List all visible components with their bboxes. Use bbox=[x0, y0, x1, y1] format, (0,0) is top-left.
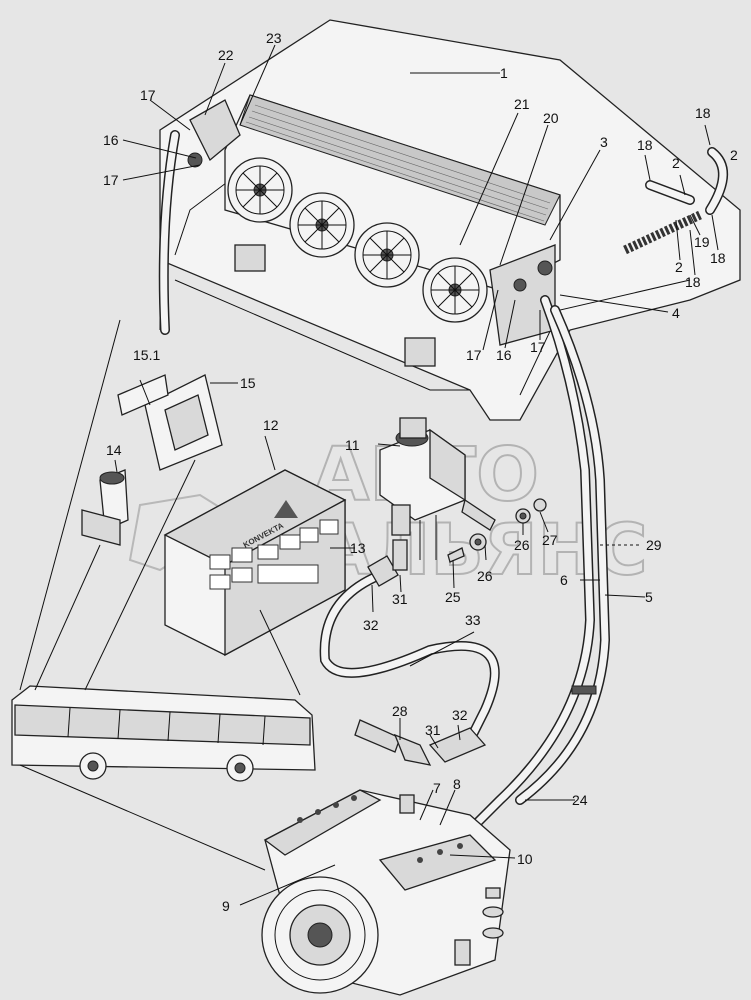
callout-26b: 26 bbox=[477, 568, 493, 584]
callout-3: 3 bbox=[600, 134, 608, 150]
callout-10: 10 bbox=[517, 851, 533, 867]
callout-labels: 1 2 2 2 3 4 5 6 7 8 9 10 11 12 13 14 15 … bbox=[103, 30, 738, 914]
callout-15: 15 bbox=[240, 375, 256, 391]
callout-22: 22 bbox=[218, 47, 234, 63]
dryer-icon bbox=[379, 417, 496, 560]
loose-hoses bbox=[623, 147, 728, 255]
callout-16a: 16 bbox=[103, 132, 119, 148]
callout-13: 13 bbox=[350, 540, 366, 556]
control-panel-icon: KONVEKTA bbox=[163, 469, 347, 657]
radiator-fan-icon bbox=[354, 222, 420, 288]
callout-18b: 18 bbox=[637, 137, 653, 153]
vent-grille bbox=[117, 374, 223, 471]
callout-31b: 31 bbox=[425, 722, 441, 738]
callout-24: 24 bbox=[572, 792, 588, 808]
callout-18c: 18 bbox=[710, 250, 726, 266]
radiator-fan-icon bbox=[289, 192, 355, 258]
radiator-fan-icon bbox=[227, 157, 293, 223]
callout-17c: 17 bbox=[466, 347, 482, 363]
callout-16b: 16 bbox=[496, 347, 512, 363]
radiator-fan-icon bbox=[422, 257, 488, 323]
compressor-icon bbox=[261, 789, 511, 996]
callout-21: 21 bbox=[514, 96, 530, 112]
callout-5: 5 bbox=[645, 589, 653, 605]
callout-33: 33 bbox=[465, 612, 481, 628]
condenser-unit bbox=[187, 94, 561, 346]
callout-27: 27 bbox=[542, 532, 558, 548]
callout-19: 19 bbox=[694, 234, 710, 250]
callout-17d: 17 bbox=[530, 339, 546, 355]
callout-8: 8 bbox=[453, 776, 461, 792]
callout-2a: 2 bbox=[730, 147, 738, 163]
callout-1: 1 bbox=[500, 65, 508, 81]
callout-12: 12 bbox=[263, 417, 279, 433]
callout-23: 23 bbox=[266, 30, 282, 46]
callout-6: 6 bbox=[560, 572, 568, 588]
callout-7: 7 bbox=[433, 780, 441, 796]
callout-15-1: 15.1 bbox=[133, 347, 160, 363]
callout-29: 29 bbox=[646, 537, 662, 553]
leader-lines bbox=[19, 44, 719, 906]
bus-icon bbox=[11, 685, 316, 782]
callout-4: 4 bbox=[672, 305, 680, 321]
callout-20: 20 bbox=[543, 110, 559, 126]
callout-17a: 17 bbox=[140, 87, 156, 103]
fasteners bbox=[447, 498, 547, 563]
callout-11: 11 bbox=[345, 437, 360, 453]
inlet-fitting bbox=[189, 99, 241, 162]
mount-bracket-left bbox=[234, 244, 266, 272]
callout-18a: 18 bbox=[695, 105, 711, 121]
callout-26a: 26 bbox=[514, 537, 530, 553]
refrigerant-lines bbox=[435, 295, 611, 865]
callout-25: 25 bbox=[445, 589, 461, 605]
switch-14 bbox=[81, 469, 129, 546]
callout-18d: 18 bbox=[685, 274, 701, 290]
callout-32b: 32 bbox=[452, 707, 468, 723]
callout-14: 14 bbox=[106, 442, 122, 458]
callout-2c: 2 bbox=[675, 259, 683, 275]
mount-bracket-right bbox=[404, 337, 436, 367]
callout-32a: 32 bbox=[363, 617, 379, 633]
callout-31a: 31 bbox=[392, 591, 408, 607]
callout-28: 28 bbox=[392, 703, 408, 719]
callout-17b: 17 bbox=[103, 172, 119, 188]
hose-assembly bbox=[319, 539, 500, 766]
callout-2b: 2 bbox=[672, 155, 680, 171]
callout-9: 9 bbox=[222, 898, 230, 914]
